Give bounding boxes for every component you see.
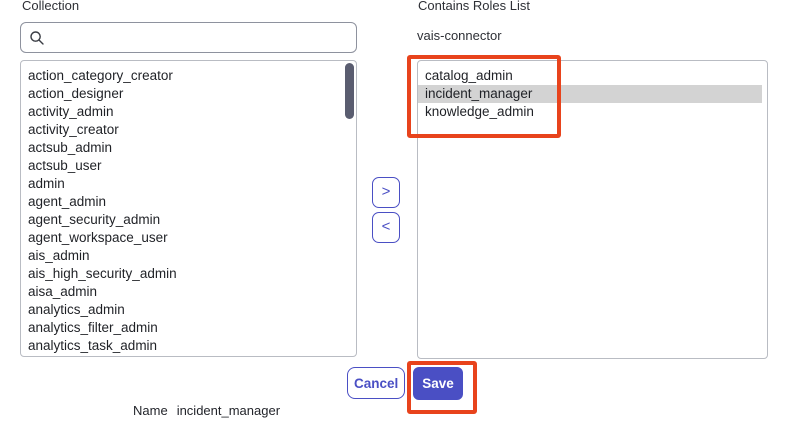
role-option[interactable]: agent_security_admin: [28, 212, 161, 227]
save-button[interactable]: Save: [413, 367, 463, 400]
collection-label: Collection: [22, 0, 80, 13]
role-option[interactable]: action_designer: [28, 86, 124, 101]
role-option[interactable]: analytics_admin: [28, 302, 125, 317]
search-input[interactable]: [51, 22, 356, 53]
role-option[interactable]: activity_creator: [28, 122, 119, 137]
connector-name-label: vais-connector: [417, 28, 502, 43]
role-option[interactable]: activity_admin: [28, 104, 114, 119]
role-option[interactable]: agent_workspace_user: [28, 230, 168, 245]
role-option[interactable]: actsub_user: [28, 158, 102, 173]
role-option[interactable]: actsub_admin: [28, 140, 113, 155]
role-option[interactable]: analytics_task_admin: [28, 338, 158, 353]
role-option[interactable]: aisa_admin: [28, 284, 98, 299]
cancel-button[interactable]: Cancel: [347, 367, 405, 399]
role-option[interactable]: analytics_viewer: [21, 355, 351, 356]
contains-roles-label: Contains Roles List: [418, 0, 530, 13]
role-option[interactable]: ais_high_security_admin: [28, 266, 177, 281]
role-option[interactable]: admin: [28, 176, 65, 191]
role-search-box[interactable]: [20, 22, 357, 53]
move-left-button[interactable]: <: [372, 212, 400, 243]
role-option[interactable]: ais_admin: [28, 248, 90, 263]
name-row: Name incident_manager: [133, 403, 280, 418]
move-right-button[interactable]: >: [372, 177, 400, 208]
search-icon: [29, 30, 45, 46]
role-option[interactable]: catalog_admin: [425, 68, 513, 83]
scrollbar-thumb[interactable]: [345, 63, 354, 119]
name-label: Name: [133, 403, 168, 418]
role-option[interactable]: incident_manager: [418, 85, 762, 103]
role-option[interactable]: action_category_creator: [28, 68, 173, 83]
role-option[interactable]: knowledge_admin: [425, 104, 534, 119]
role-option[interactable]: analytics_filter_admin: [28, 320, 158, 335]
role-option[interactable]: agent_admin: [28, 194, 107, 209]
name-value: incident_manager: [176, 403, 281, 418]
